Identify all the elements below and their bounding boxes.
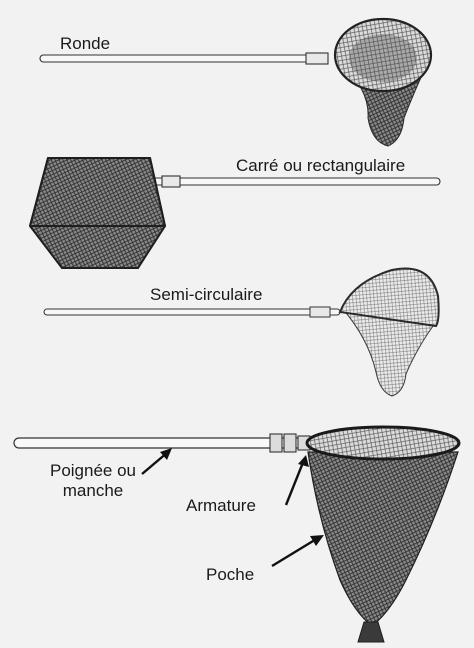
semi-circular-net-handle (44, 307, 340, 317)
label-handle-line1: Poignée ou (28, 461, 158, 481)
detailed-net (14, 427, 459, 642)
label-handle-line2: manche (28, 481, 158, 501)
square-net-bag (30, 158, 165, 268)
detailed-net-bag (308, 452, 458, 626)
label-round: Ronde (60, 34, 110, 54)
square-net-handle (150, 176, 440, 187)
label-bag: Poche (206, 565, 254, 585)
bag-arrow (272, 535, 324, 566)
detailed-net-handle (14, 434, 310, 452)
round-net-handle (40, 53, 328, 64)
label-square-or-rectangular: Carré ou rectangulaire (236, 156, 405, 176)
label-frame: Armature (186, 496, 256, 516)
label-semi-circular: Semi-circulaire (150, 285, 262, 305)
frame-arrow (286, 455, 309, 505)
label-handle: Poignée ou manche (28, 461, 158, 501)
